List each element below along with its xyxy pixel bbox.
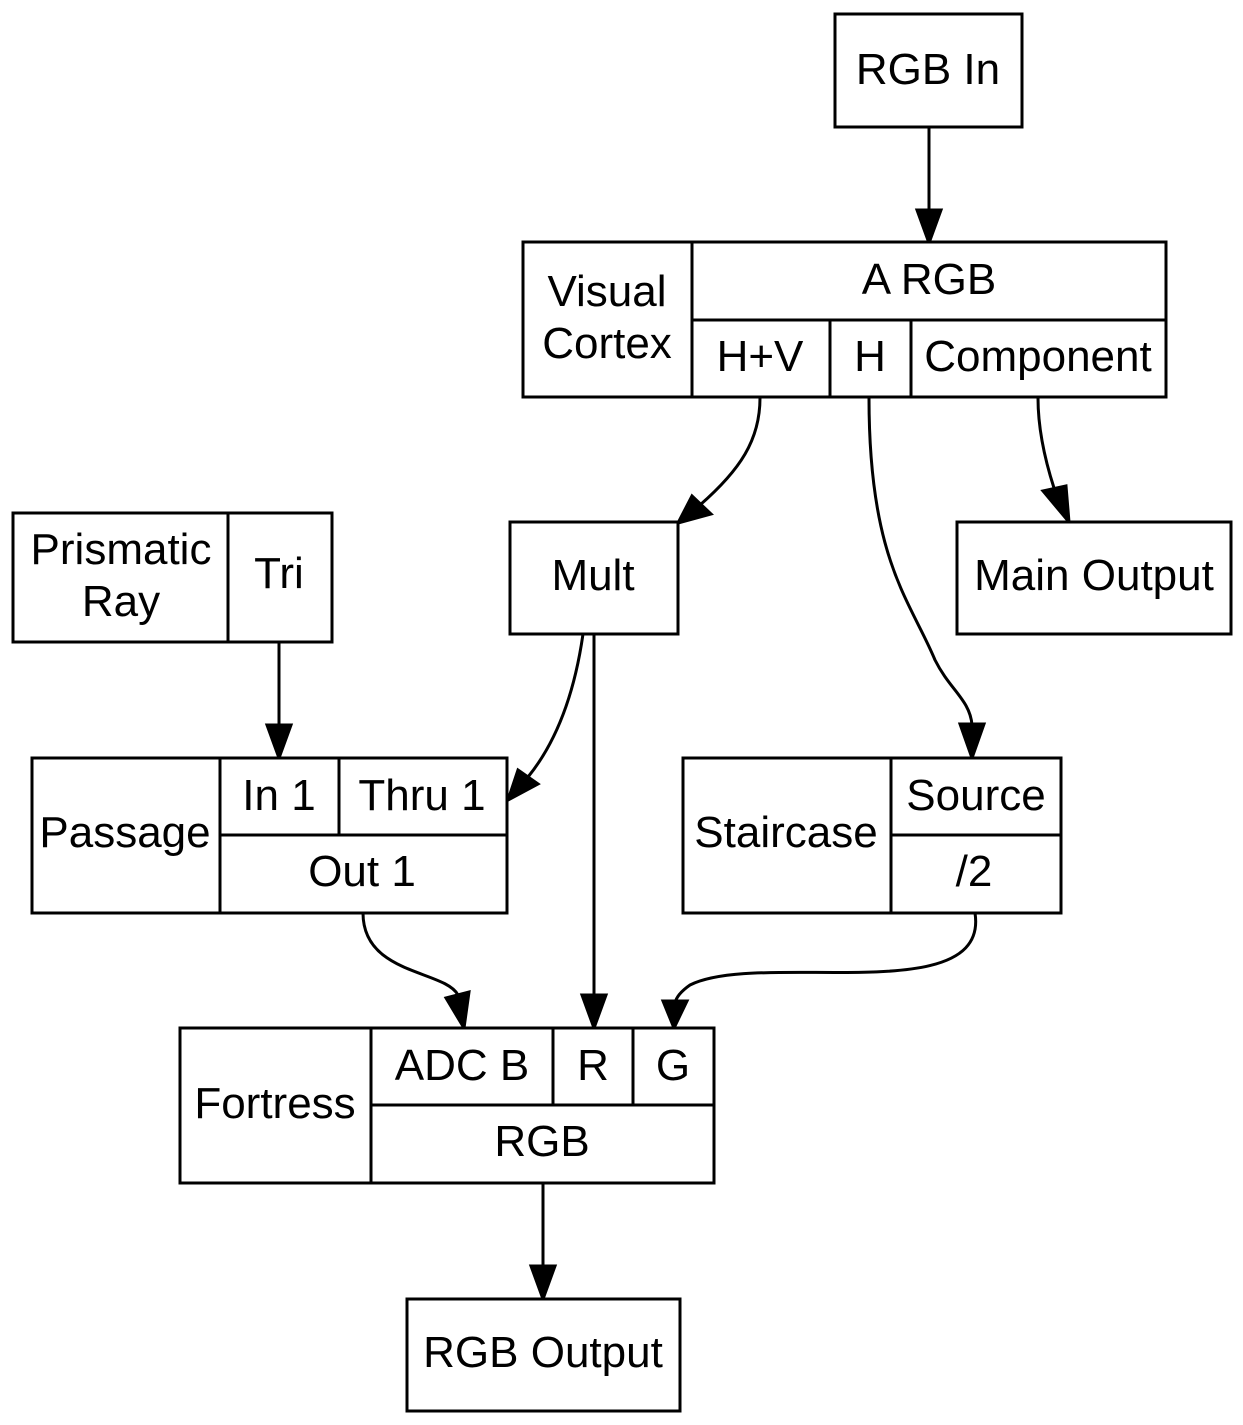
node-staircase-label: Staircase	[694, 808, 877, 857]
node-fortress-label: Fortress	[194, 1079, 355, 1128]
port-source: Source	[906, 771, 1045, 820]
node-mult: Mult	[508, 520, 680, 636]
port-h: H	[854, 332, 886, 381]
edges	[264, 127, 1071, 1304]
node-rgb-output-label: RGB Output	[423, 1328, 663, 1377]
node-mult-label: Mult	[551, 551, 634, 600]
node-rgb-output: RGB Output	[405, 1297, 682, 1413]
port-g: G	[656, 1041, 690, 1090]
node-prismatic-ray-label-line2: Ray	[82, 577, 160, 626]
node-passage: Passage In 1 Thru 1 Out 1	[30, 756, 509, 915]
node-visual-cortex-label-line1: Visual	[547, 267, 666, 316]
node-rgb-in: RGB In	[833, 12, 1024, 129]
port-thru1: Thru 1	[358, 771, 485, 820]
edge-h-to-staircase-source	[867, 397, 987, 763]
port-div2: /2	[956, 847, 993, 896]
node-prismatic-ray: Prismatic Ray Tri	[11, 511, 334, 644]
node-fortress: Fortress ADC B R G RGB	[178, 1026, 716, 1185]
node-main-output-label: Main Output	[974, 551, 1214, 600]
node-visual-cortex-label-line2: Cortex	[542, 319, 672, 368]
port-a-rgb: A RGB	[862, 255, 997, 304]
edge-div2-to-fortress-g	[660, 912, 978, 1032]
port-in1: In 1	[242, 771, 315, 820]
edge-hv-to-mult	[675, 397, 762, 526]
port-component: Component	[924, 332, 1151, 381]
port-hv: H+V	[717, 332, 804, 381]
edge-tri-to-in1	[264, 642, 294, 763]
port-out1: Out 1	[308, 847, 416, 896]
edge-component-to-main-output	[1036, 397, 1071, 527]
edge-mult-to-fortress-r	[579, 634, 609, 1033]
node-visual-cortex: Visual Cortex A RGB H+V H Component	[521, 240, 1168, 399]
node-prismatic-ray-label-line1: Prismatic	[31, 525, 212, 574]
port-tri: Tri	[254, 549, 304, 598]
node-staircase: Staircase Source /2	[681, 756, 1063, 915]
edge-mult-to-thru1	[505, 633, 585, 804]
node-main-output: Main Output	[955, 520, 1233, 636]
edge-fortress-rgb-to-output	[528, 1184, 558, 1304]
port-r: R	[577, 1041, 609, 1090]
node-passage-label: Passage	[39, 808, 210, 857]
port-rgb: RGB	[494, 1117, 589, 1166]
edge-rgb-in-to-a-rgb	[914, 127, 944, 248]
edge-out1-to-adc-b	[361, 912, 471, 1033]
port-adc-b: ADC B	[395, 1041, 529, 1090]
node-rgb-in-label: RGB In	[856, 45, 1000, 94]
